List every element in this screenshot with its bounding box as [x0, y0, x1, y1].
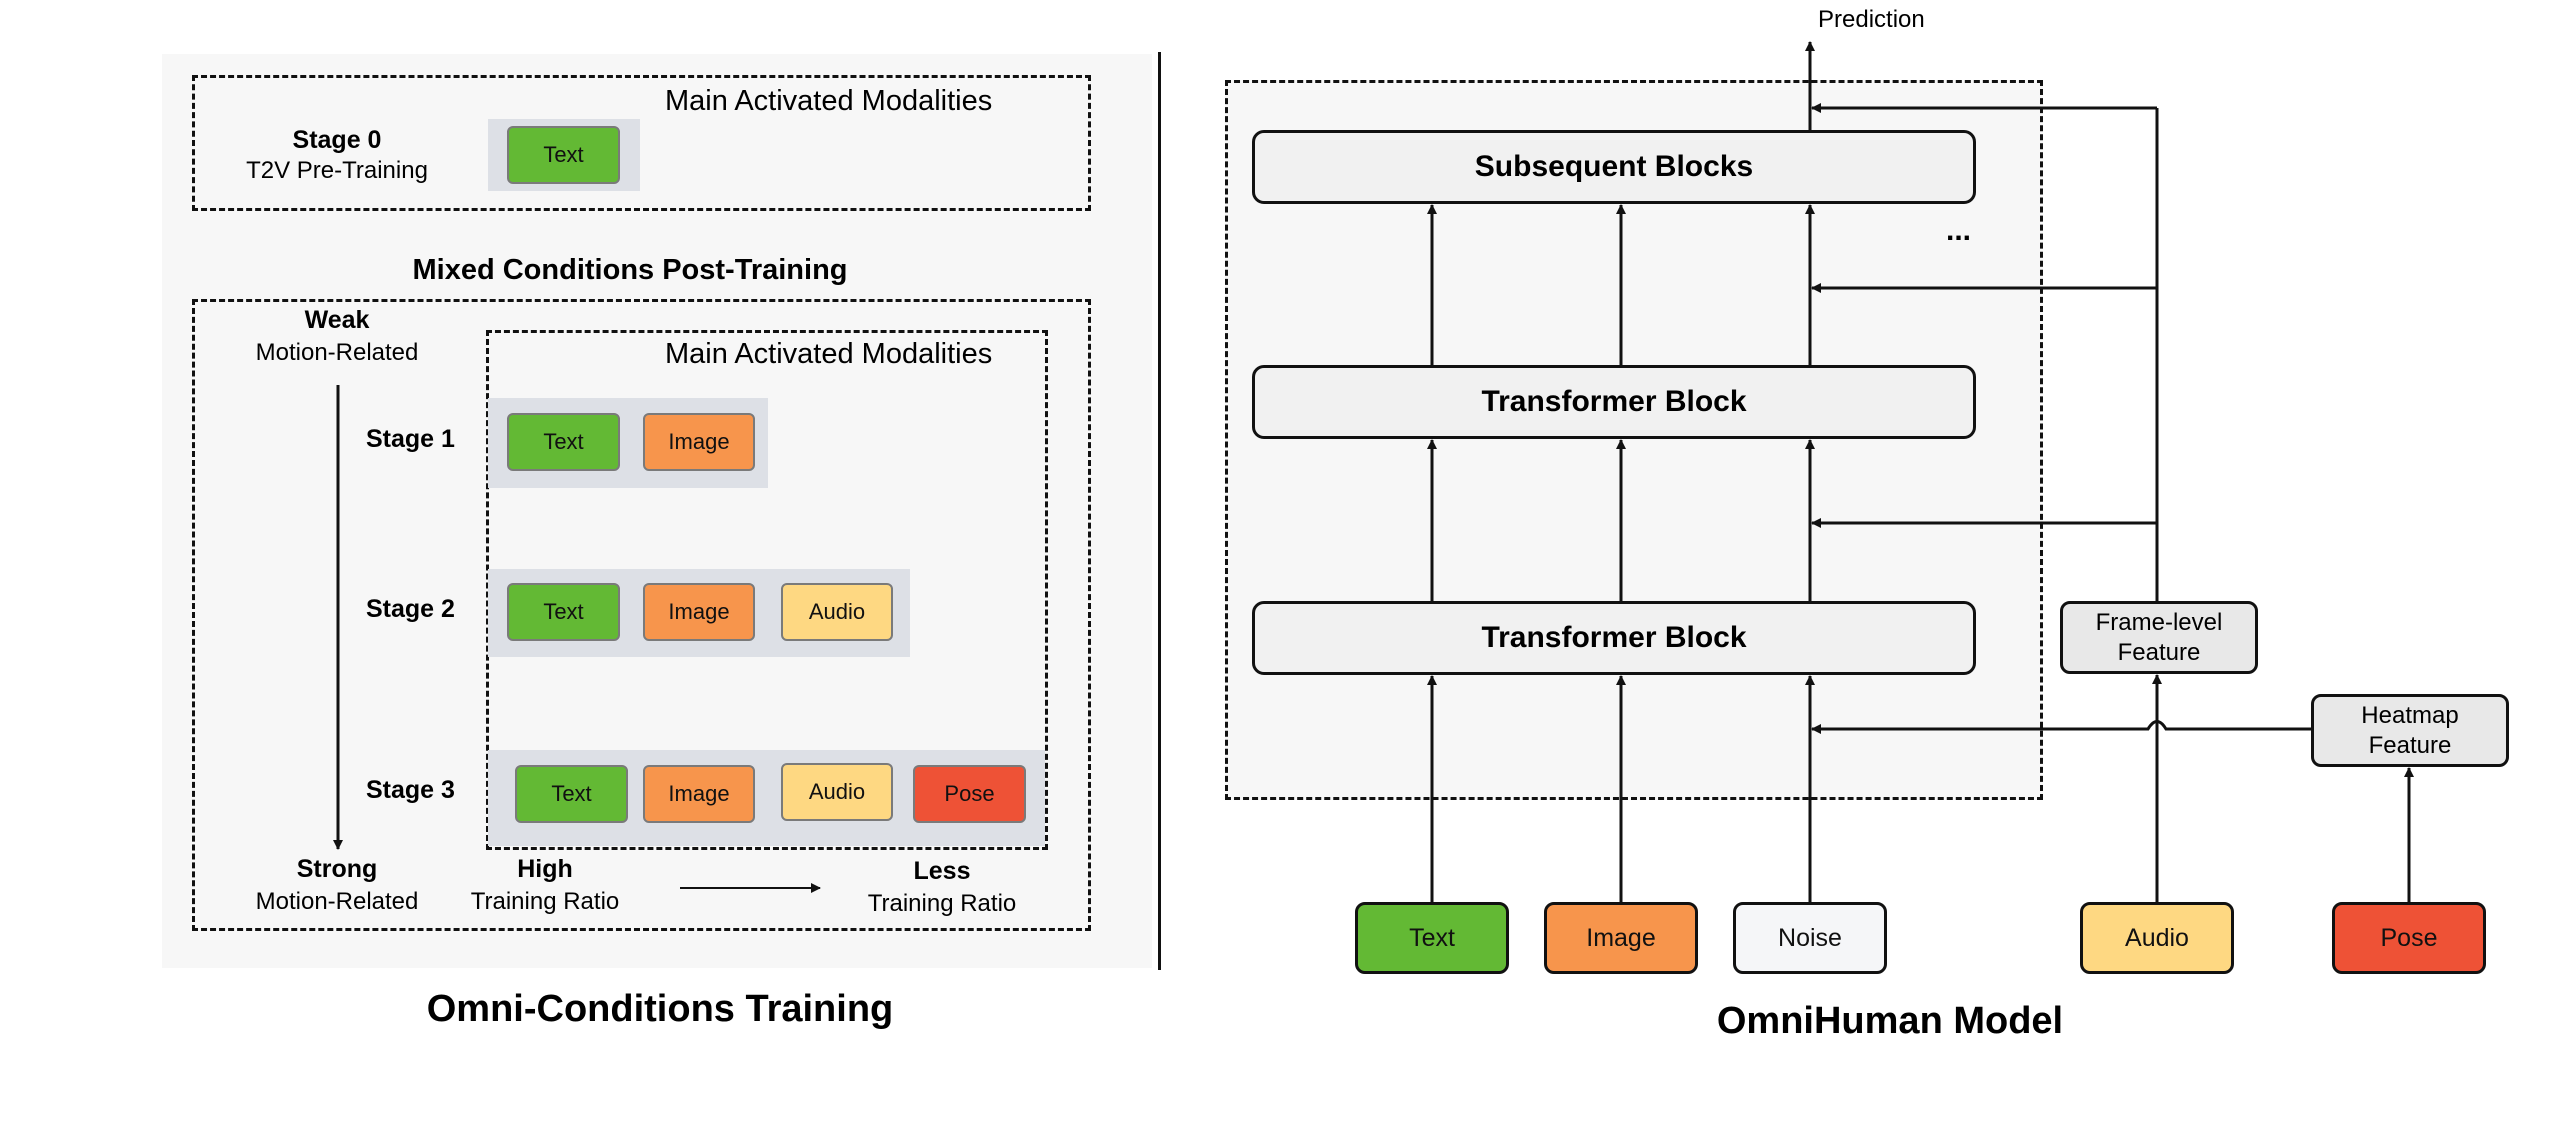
input-noise-chip: Noise [1733, 902, 1887, 974]
heatmap-feature-line1: Heatmap [2361, 701, 2459, 729]
stage2-audio-chip: Audio [781, 583, 893, 641]
frame-feature-line2: Feature [2117, 638, 2201, 666]
input-image-chip: Image [1544, 902, 1698, 974]
heatmap-feature-line2: Feature [2368, 731, 2452, 759]
stage2-label: Stage 2 [366, 595, 455, 623]
frame-feature-line1: Frame-level [2095, 608, 2223, 636]
weak-label: Weak Motion-Related [222, 306, 452, 367]
stage3-text-chip: Text [515, 765, 628, 823]
frame-level-feature-box: Frame-level Feature [2060, 601, 2258, 674]
ellipsis-label: ... [1946, 214, 1972, 247]
stage1-label: Stage 1 [366, 425, 455, 453]
stage2-text-chip: Text [507, 583, 620, 641]
strong-sub: Motion-Related [255, 888, 419, 915]
left-panel-title: Omni-Conditions Training [426, 988, 894, 1030]
stage0-box-title: Main Activated Modalities [665, 85, 993, 117]
stage0-label: Stage 0 T2V Pre-Training [222, 126, 452, 185]
stage3-audio-chip: Audio [781, 763, 893, 821]
prediction-label: Prediction [1818, 6, 1925, 33]
right-panel-title: OmniHuman Model [1716, 1000, 2064, 1042]
high-sub: Training Ratio [470, 888, 620, 915]
stage0-text-chip: Text [507, 126, 620, 184]
less-training-ratio-label: Less Training Ratio [842, 857, 1042, 918]
inner-modalities-box [486, 330, 1048, 850]
stage1-text-chip: Text [507, 413, 620, 471]
stage1-image-chip: Image [643, 413, 755, 471]
heatmap-to-noise-arrow [1811, 720, 2311, 734]
stage3-pose-chip: Pose [913, 765, 1026, 823]
strong-label: Strong Motion-Related [222, 855, 452, 916]
stage0-title: Stage 0 [292, 126, 382, 154]
transformer-block-lower: Transformer Block [1252, 601, 1976, 675]
panel-divider [1158, 52, 1161, 970]
inner-box-title: Main Activated Modalities [665, 338, 993, 370]
weak-bold: Weak [304, 306, 370, 334]
stage0-sublabel: T2V Pre-Training [246, 157, 428, 184]
mixed-conditions-box [192, 299, 1091, 931]
input-text-chip: Text [1355, 902, 1509, 974]
high-bold: High [517, 855, 573, 883]
less-bold: Less [913, 857, 971, 885]
input-pose-chip: Pose [2332, 902, 2486, 974]
less-sub: Training Ratio [867, 890, 1017, 917]
subsequent-blocks: Subsequent Blocks [1252, 130, 1976, 204]
input-audio-chip: Audio [2080, 902, 2234, 974]
stage0-box [192, 75, 1091, 211]
stage3-label: Stage 3 [366, 776, 455, 804]
strong-bold: Strong [296, 855, 378, 883]
stage3-image-chip: Image [643, 765, 755, 823]
stage2-image-chip: Image [643, 583, 755, 641]
transformer-block-upper: Transformer Block [1252, 365, 1976, 439]
high-training-ratio-label: High Training Ratio [445, 855, 645, 916]
mixed-conditions-title: Mixed Conditions Post-Training [412, 254, 848, 286]
heatmap-feature-box: Heatmap Feature [2311, 694, 2509, 767]
weak-sub: Motion-Related [255, 339, 419, 366]
